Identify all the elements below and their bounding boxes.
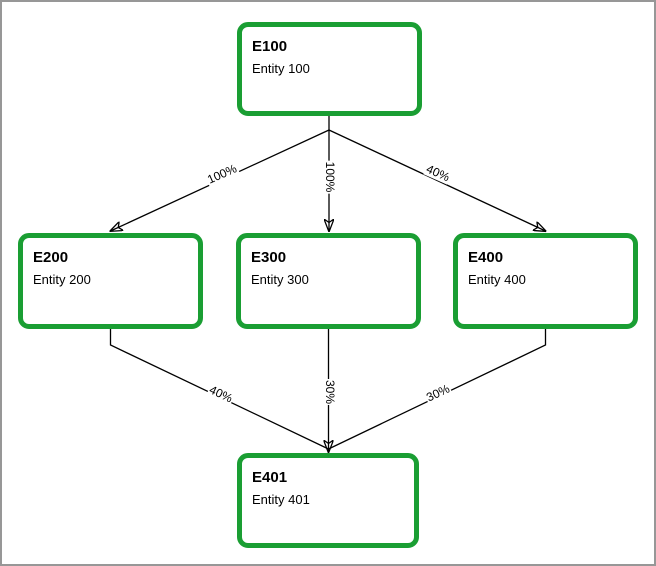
node-title-e400: E400 <box>468 249 504 266</box>
node-e100[interactable]: E100 Entity 100 <box>237 22 422 116</box>
node-subtitle-e100: Entity 100 <box>252 61 310 76</box>
edge-label-e100-e300: 100% <box>323 160 337 194</box>
node-subtitle-e300: Entity 300 <box>251 272 309 287</box>
edge-e400-e401 <box>328 329 547 450</box>
node-title-e100: E100 <box>252 38 288 55</box>
node-e400[interactable]: E400 Entity 400 <box>453 233 638 329</box>
edge-label-e300-e401: 30% <box>323 378 337 406</box>
node-e200[interactable]: E200 Entity 200 <box>18 233 203 329</box>
node-e401[interactable]: E401 Entity 401 <box>237 453 419 548</box>
node-e300[interactable]: E300 Entity 300 <box>236 233 421 329</box>
node-title-e200: E200 <box>33 249 69 266</box>
node-subtitle-e401: Entity 401 <box>252 492 310 507</box>
node-title-e300: E300 <box>251 249 287 266</box>
node-subtitle-e400: Entity 400 <box>468 272 526 287</box>
node-subtitle-e200: Entity 200 <box>33 272 91 287</box>
node-title-e401: E401 <box>252 469 288 486</box>
edge-e200-e401 <box>109 329 329 450</box>
